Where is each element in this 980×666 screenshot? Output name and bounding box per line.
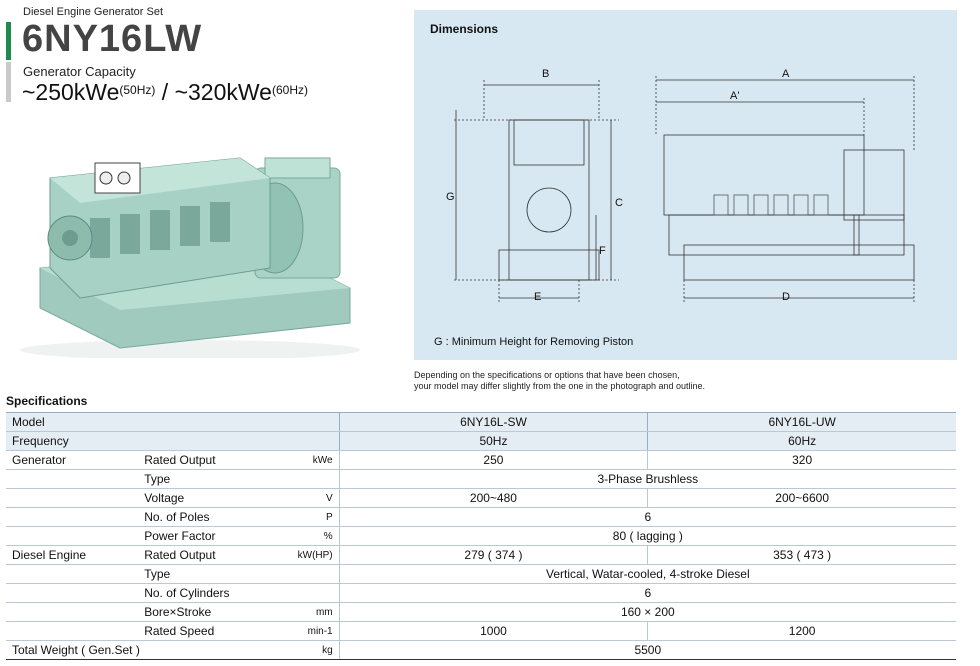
spec-unit: kW(HP) xyxy=(293,545,340,565)
model-title: 6NY16LW xyxy=(22,18,203,60)
spec-row: Power Factor%80 ( lagging ) xyxy=(6,526,956,546)
generator-photo xyxy=(20,157,360,358)
dim-label-c: C xyxy=(615,197,623,209)
spec-value: Vertical, Watar-cooled, 4-stroke Diesel xyxy=(338,564,956,584)
capacity-label: Generator Capacity xyxy=(23,64,136,79)
dim-label-g: G xyxy=(446,191,455,203)
spec-unit xyxy=(293,583,340,603)
specifications-heading: Specifications xyxy=(6,394,88,408)
spec-category xyxy=(6,488,141,508)
spec-value: 3-Phase Brushless xyxy=(338,469,956,489)
spec-category: Model xyxy=(6,412,340,432)
spec-category xyxy=(6,621,141,641)
spec-item: Type xyxy=(140,564,294,584)
spec-unit xyxy=(293,564,340,584)
spec-item: Rated Output xyxy=(140,450,294,470)
spec-item: Type xyxy=(140,469,294,489)
spec-category xyxy=(6,469,141,489)
spec-unit: kg xyxy=(293,640,340,660)
dim-label-f: F xyxy=(599,245,606,257)
spec-unit: V xyxy=(293,488,340,508)
dim-label-b: B xyxy=(542,68,549,80)
spec-row: No. of Cylinders 6 xyxy=(6,583,956,603)
spec-row: Type Vertical, Watar-cooled, 4-stroke Die… xyxy=(6,564,956,584)
hz-60-label: (60Hz) xyxy=(271,83,308,97)
spec-category xyxy=(6,526,141,546)
spec-unit: min-1 xyxy=(293,621,340,641)
spec-value: 279 ( 374 ) xyxy=(338,545,648,565)
spec-unit: mm xyxy=(293,602,340,622)
accent-bar-secondary xyxy=(6,62,11,102)
dim-label-a: A xyxy=(782,68,790,80)
spec-category xyxy=(6,507,141,527)
dimensions-panel: Dimensions xyxy=(414,10,957,360)
spec-value: 250 xyxy=(338,450,648,470)
series-label: Diesel Engine Generator Set xyxy=(23,6,164,18)
spec-value: 1000 xyxy=(338,621,648,641)
spec-category xyxy=(6,564,141,584)
spec-value: 1200 xyxy=(647,621,956,641)
spec-value: 6NY16L-UW xyxy=(647,412,956,432)
spec-item: No. of Poles xyxy=(140,507,294,527)
spec-value: 6 xyxy=(338,583,956,603)
spec-value: 353 ( 473 ) xyxy=(647,545,956,565)
spec-category: Generator xyxy=(6,450,141,470)
dimensions-note: G : Minimum Height for Removing Piston xyxy=(434,336,634,348)
dimensions-drawing: B G C F E A A' D xyxy=(446,68,915,303)
spec-unit: P xyxy=(293,507,340,527)
spec-item: Power Factor xyxy=(140,526,294,546)
capacity-separator: / xyxy=(155,79,175,105)
spec-value: 6 xyxy=(338,507,956,527)
dim-label-d: D xyxy=(782,291,790,303)
spec-category: Diesel Engine xyxy=(6,545,141,565)
spec-item: Bore×Stroke xyxy=(140,602,294,622)
accent-bar xyxy=(6,22,11,60)
spec-item: No. of Cylinders xyxy=(140,583,294,603)
spec-item: Voltage xyxy=(140,488,294,508)
spec-value: 200~6600 xyxy=(647,488,956,508)
spec-value: 200~480 xyxy=(338,488,648,508)
spec-item: Rated Output xyxy=(140,545,294,565)
spec-value: 80 ( lagging ) xyxy=(338,526,956,546)
capacity-50hz: ~250kWe xyxy=(22,79,120,105)
capacity-value: ~250kWe(50Hz) / ~320kWe(60Hz) xyxy=(22,79,308,106)
spec-value: 5500 xyxy=(338,640,956,660)
spec-value: 60Hz xyxy=(647,431,956,451)
spec-value: 320 xyxy=(647,450,956,470)
dim-label-a-prime: A' xyxy=(730,90,739,102)
spec-item: Rated Speed xyxy=(140,621,294,641)
spec-value: 50Hz xyxy=(338,431,648,451)
capacity-60hz: ~320kWe xyxy=(174,79,272,105)
spec-category: Total Weight ( Gen.Set ) xyxy=(6,640,294,660)
disclaimer: Depending on the specifications or optio… xyxy=(414,370,834,392)
dimensions-title: Dimensions xyxy=(430,22,499,36)
disclaimer-line-1: Depending on the specifications or optio… xyxy=(414,370,680,380)
spec-value: 6NY16L-SW xyxy=(338,412,648,432)
disclaimer-line-2: your model may differ slightly from the … xyxy=(414,381,706,391)
hz-50-label: (50Hz) xyxy=(119,83,156,97)
spec-unit xyxy=(293,469,340,489)
spec-unit: kWe xyxy=(293,450,340,470)
spec-category xyxy=(6,602,141,622)
spec-unit: % xyxy=(293,526,340,546)
spec-value: 160 × 200 xyxy=(338,602,956,622)
spec-category: Frequency xyxy=(6,431,340,451)
spec-row: Type 3-Phase Brushless xyxy=(6,469,956,489)
spec-category xyxy=(6,583,141,603)
dim-label-e: E xyxy=(534,291,541,303)
